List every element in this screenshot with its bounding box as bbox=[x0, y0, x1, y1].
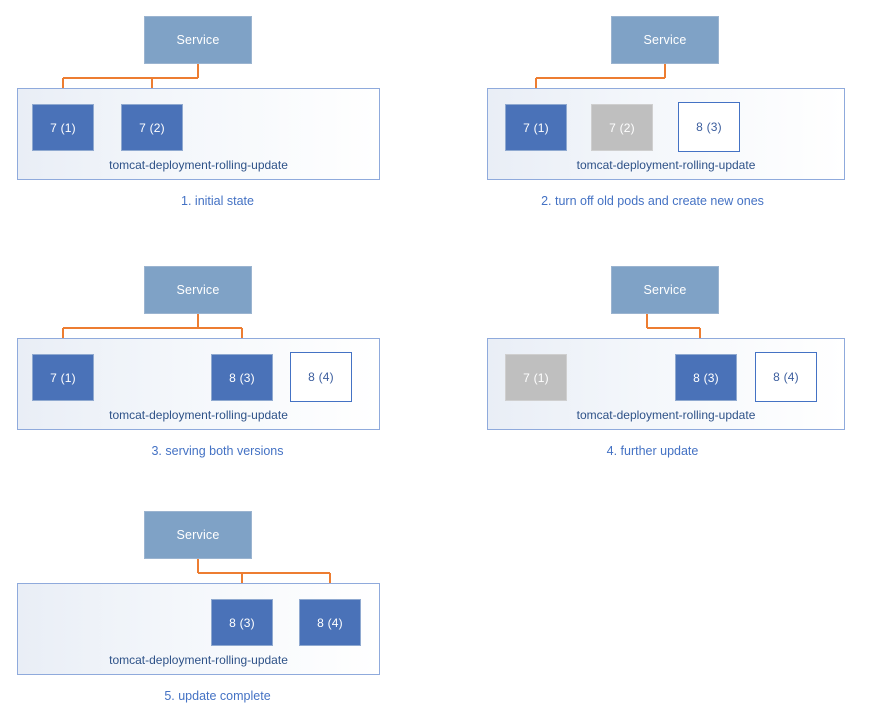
panel-further-update: Service tomcat-deployment-rolling-update… bbox=[435, 250, 870, 480]
deployment-label: tomcat-deployment-rolling-update bbox=[109, 158, 288, 172]
service-box: Service bbox=[144, 266, 252, 314]
service-label: Service bbox=[643, 283, 687, 297]
service-label: Service bbox=[176, 283, 220, 297]
pod-7-1: 7 (1) bbox=[505, 354, 567, 401]
service-label: Service bbox=[643, 33, 687, 47]
pod-label: 8 (4) bbox=[308, 370, 334, 384]
pod-7-2: 7 (2) bbox=[591, 104, 653, 151]
panel-initial-state: Service tomcat-deployment-rolling-update… bbox=[0, 0, 435, 230]
service-box: Service bbox=[144, 16, 252, 64]
pod-label: 7 (1) bbox=[523, 120, 549, 135]
pod-8-4: 8 (4) bbox=[755, 352, 817, 402]
pod-label: 7 (1) bbox=[50, 120, 76, 135]
pod-8-3: 8 (3) bbox=[211, 354, 273, 401]
pod-8-4: 8 (4) bbox=[290, 352, 352, 402]
deployment-label: tomcat-deployment-rolling-update bbox=[109, 408, 288, 422]
pod-label: 8 (4) bbox=[773, 370, 799, 384]
deployment-label: tomcat-deployment-rolling-update bbox=[576, 158, 756, 172]
pod-7-1: 7 (1) bbox=[32, 354, 94, 401]
pod-7-1: 7 (1) bbox=[505, 104, 567, 151]
pod-label: 8 (3) bbox=[229, 615, 255, 630]
pod-7-1: 7 (1) bbox=[32, 104, 94, 151]
pod-label: 8 (3) bbox=[229, 370, 255, 385]
pod-label: 8 (3) bbox=[693, 370, 719, 385]
service-box: Service bbox=[611, 266, 719, 314]
panel-caption: 4. further update bbox=[606, 444, 699, 458]
pod-7-2: 7 (2) bbox=[121, 104, 183, 151]
pod-label: 7 (1) bbox=[523, 370, 549, 385]
service-box: Service bbox=[144, 511, 252, 559]
pod-label: 7 (1) bbox=[50, 370, 76, 385]
panel-update-complete: Service tomcat-deployment-rolling-update… bbox=[0, 495, 435, 725]
pod-8-4: 8 (4) bbox=[299, 599, 361, 646]
service-box: Service bbox=[611, 16, 719, 64]
pod-8-3: 8 (3) bbox=[678, 102, 740, 152]
deployment-label: tomcat-deployment-rolling-update bbox=[109, 653, 288, 667]
pod-label: 8 (4) bbox=[317, 615, 343, 630]
pod-8-3: 8 (3) bbox=[675, 354, 737, 401]
pod-label: 7 (2) bbox=[139, 120, 165, 135]
pod-label: 7 (2) bbox=[609, 120, 635, 135]
service-label: Service bbox=[176, 33, 220, 47]
panel-caption: 1. initial state bbox=[181, 194, 254, 208]
panel-serving-both-versions: Service tomcat-deployment-rolling-update… bbox=[0, 250, 435, 480]
deployment-label: tomcat-deployment-rolling-update bbox=[576, 408, 756, 422]
pod-8-3: 8 (3) bbox=[211, 599, 273, 646]
service-label: Service bbox=[176, 528, 220, 542]
pod-label: 8 (3) bbox=[696, 120, 722, 134]
panel-turn-off-old-pods: Service tomcat-deployment-rolling-update… bbox=[435, 0, 870, 230]
panel-caption: 2. turn off old pods and create new ones bbox=[541, 194, 764, 208]
panel-caption: 5. update complete bbox=[164, 689, 271, 703]
panel-caption: 3. serving both versions bbox=[151, 444, 284, 458]
